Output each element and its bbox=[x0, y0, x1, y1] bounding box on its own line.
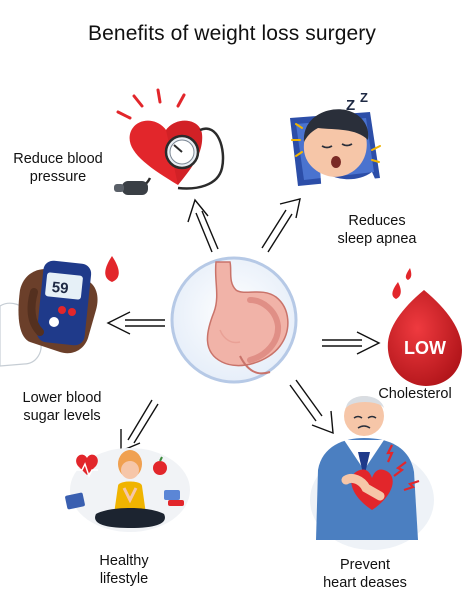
label-reduce-blood-pressure: Reduce blood pressure bbox=[0, 150, 116, 186]
arrow-to-blood-pressure bbox=[187, 198, 219, 253]
low-cholesterol-drop-icon: LOW bbox=[387, 268, 462, 386]
label-line: Prevent bbox=[340, 557, 390, 573]
label-healthy-lifestyle: Healthy lifestyle bbox=[70, 552, 178, 588]
label-line: Cholesterol bbox=[378, 386, 452, 402]
label-line: heart deases bbox=[323, 575, 407, 591]
svg-text:Z: Z bbox=[346, 97, 355, 114]
arrow-to-cholesterol bbox=[322, 331, 381, 355]
label-line: Lower blood bbox=[22, 390, 102, 406]
meditating-woman-icon bbox=[65, 448, 190, 532]
page-title: Benefits of weight loss surgery bbox=[88, 22, 376, 45]
low-badge: LOW bbox=[404, 338, 446, 358]
meter-reading: 59 bbox=[51, 279, 69, 298]
arrow-to-sleep-apnea bbox=[261, 198, 301, 253]
arrow-to-blood-sugar bbox=[106, 311, 165, 335]
svg-text:Z: Z bbox=[360, 90, 368, 105]
arrow-to-lifestyle bbox=[120, 399, 159, 453]
label-prevent-heart-deases: Prevent heart deases bbox=[306, 556, 424, 592]
label-cholesterol: Cholesterol bbox=[366, 385, 464, 403]
arrow-to-heart bbox=[289, 379, 334, 435]
label-line: pressure bbox=[29, 169, 87, 185]
glucose-meter-icon: 59 bbox=[0, 256, 119, 367]
label-line: Reduces bbox=[348, 213, 406, 229]
label-line: sugar levels bbox=[23, 408, 101, 424]
label-lower-blood-sugar: Lower blood sugar levels bbox=[6, 389, 118, 425]
label-line: lifestyle bbox=[99, 571, 149, 587]
stomach-illustration bbox=[170, 256, 298, 384]
heart-blood-pressure-gauge-icon bbox=[114, 88, 225, 195]
label-line: Healthy bbox=[99, 553, 149, 569]
sleeping-man-icon: Z Z bbox=[290, 90, 381, 196]
label-reduces-sleep-apnea: Reduces sleep apnea bbox=[318, 212, 436, 248]
heart-attack-man-icon bbox=[310, 396, 434, 550]
label-line: Reduce blood bbox=[13, 151, 103, 167]
label-line: sleep apnea bbox=[337, 231, 417, 247]
